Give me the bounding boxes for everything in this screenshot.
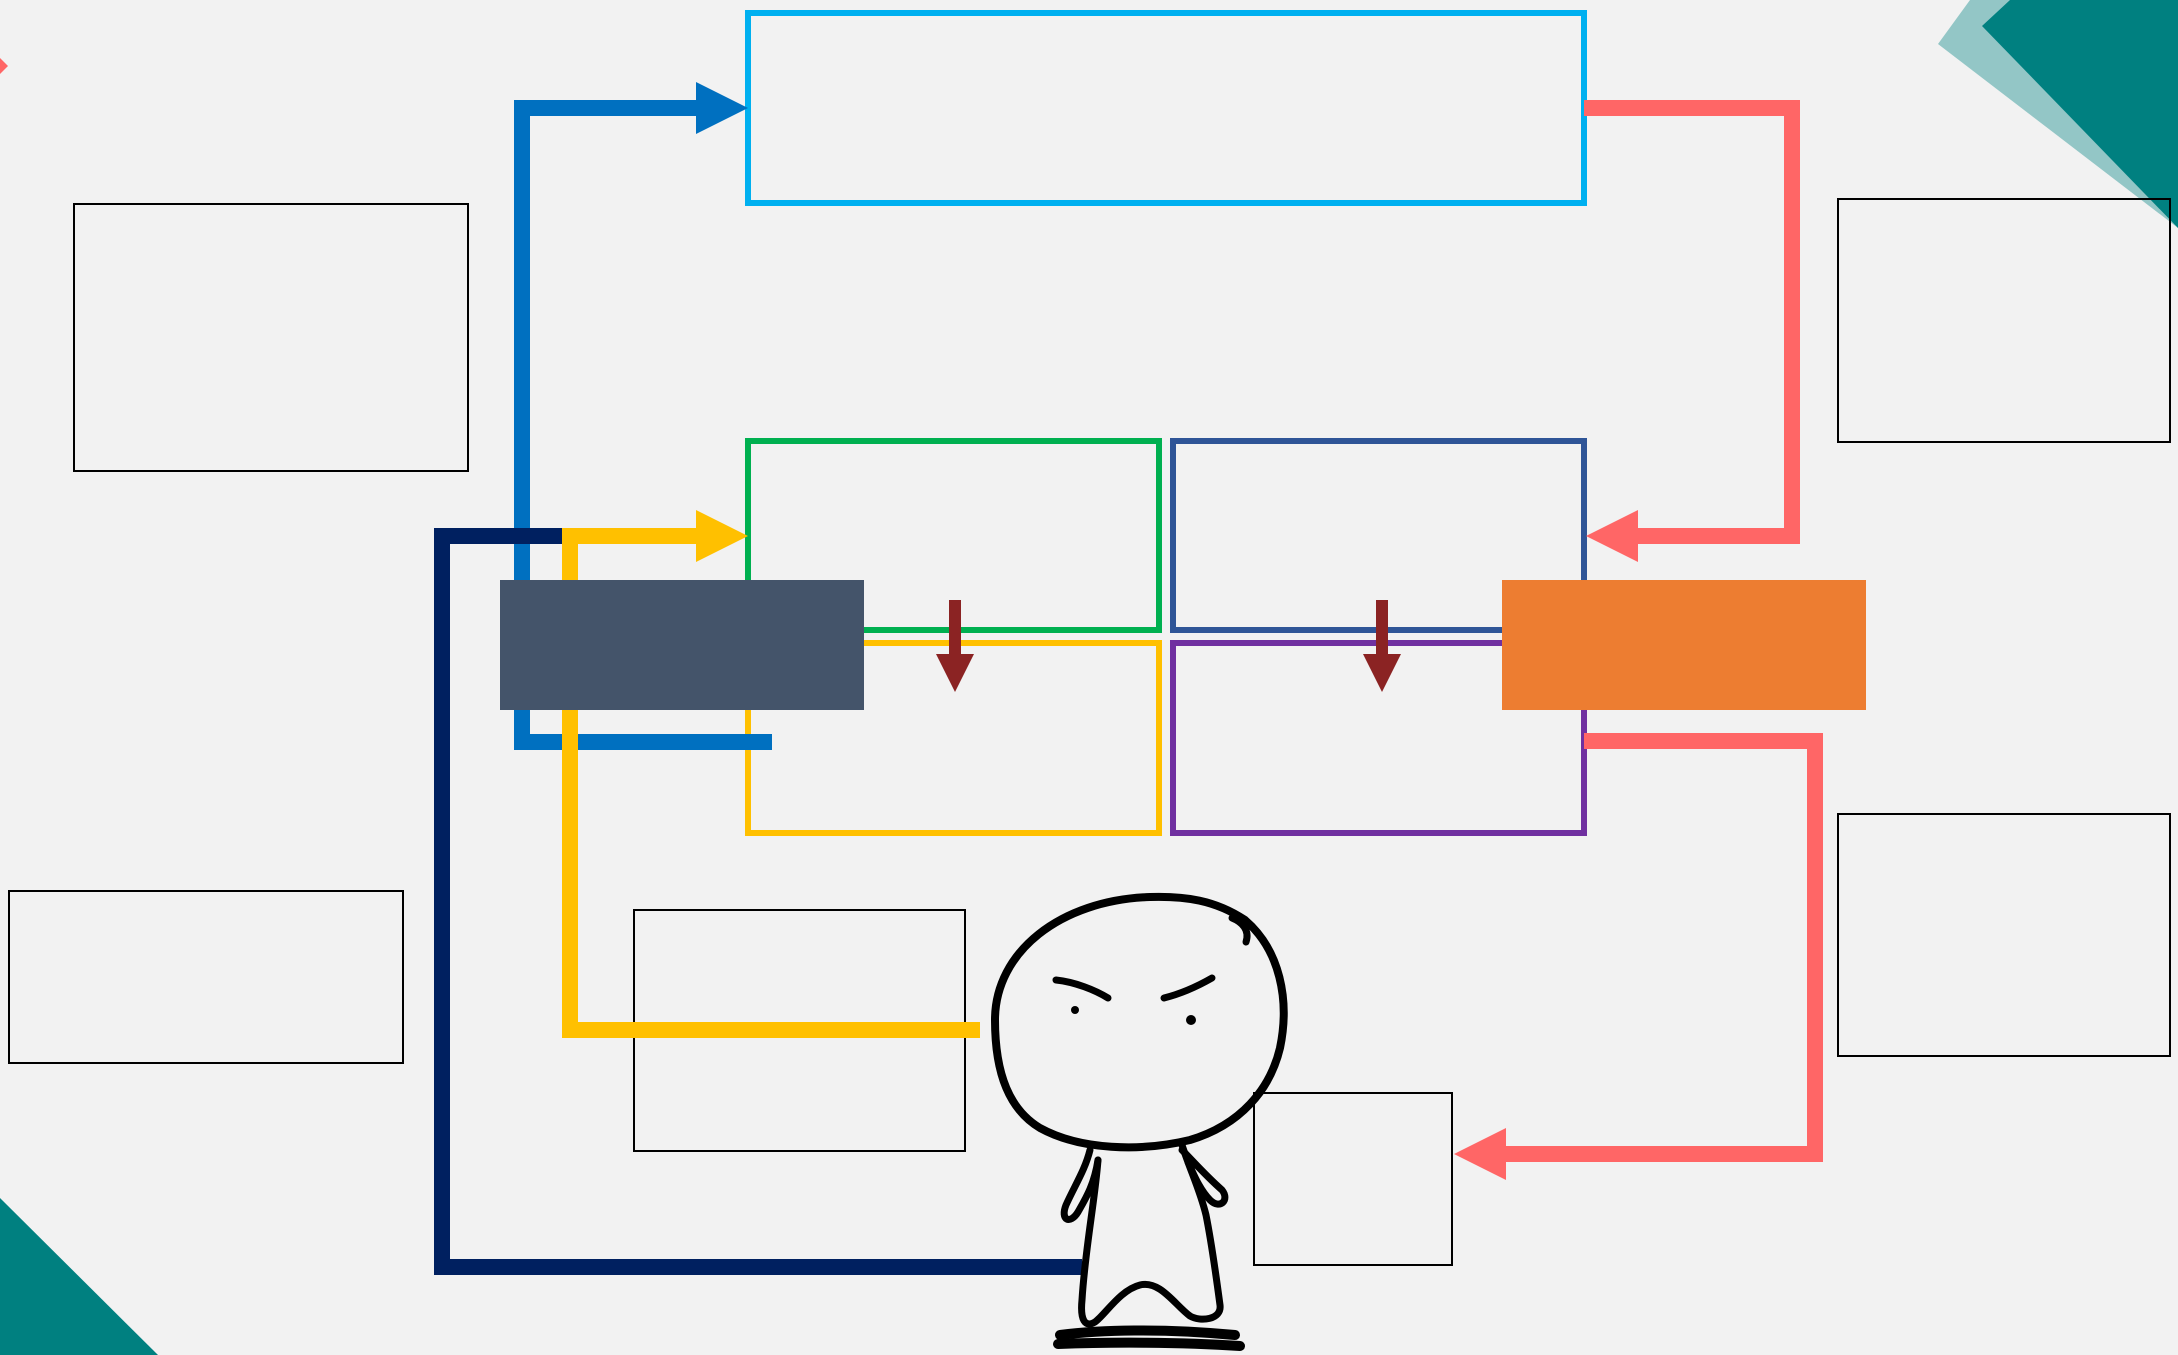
yellow-arrowhead-icon (696, 510, 748, 562)
blue-arrowhead-icon (696, 82, 748, 134)
orange-label-block-text (1502, 580, 1866, 710)
top-left-red-sliver-icon (0, 58, 8, 74)
red-flow-line-bottom (1500, 733, 1823, 1162)
outline-box-top-right-text (1838, 199, 2170, 442)
orange-label-block (1502, 580, 1866, 710)
dark-label-block (500, 580, 864, 710)
outline-box-bottom-small (1253, 1092, 1453, 1266)
outline-box-top-left (73, 203, 469, 472)
red-flow-line-top (1584, 100, 1800, 544)
outline-box-top-right (1837, 198, 2171, 443)
dark-red-arrow-left-stem (949, 600, 961, 656)
top-center-box-text (748, 13, 1584, 203)
red-arrowhead-bottom-icon (1454, 1128, 1506, 1180)
outline-box-bottom-left (8, 890, 404, 1064)
outline-box-bottom-center-text (634, 910, 965, 1151)
outline-box-bottom-left-text (9, 891, 403, 1063)
blue-flow-line (514, 100, 772, 750)
dark-red-arrowhead-left-icon (936, 654, 974, 692)
dark-red-arrow-right-stem (1376, 600, 1388, 656)
dark-red-arrowhead-right-icon (1363, 654, 1401, 692)
outline-box-top-left-text (74, 204, 468, 471)
outline-box-bottom-small-text (1254, 1093, 1452, 1265)
navy-flow-line (434, 528, 1082, 1275)
bottom-left-teal-triangle-icon (0, 1198, 158, 1355)
outline-box-mid-right-text (1838, 814, 2170, 1056)
stick-figure-character-icon (991, 892, 1288, 1351)
dark-label-block-text (500, 580, 864, 710)
top-right-teal-triangle-icon (1982, 0, 2178, 228)
yellow-flow-line (562, 528, 980, 1038)
red-arrowhead-top-icon (1586, 510, 1638, 562)
outline-box-mid-right (1837, 813, 2171, 1057)
